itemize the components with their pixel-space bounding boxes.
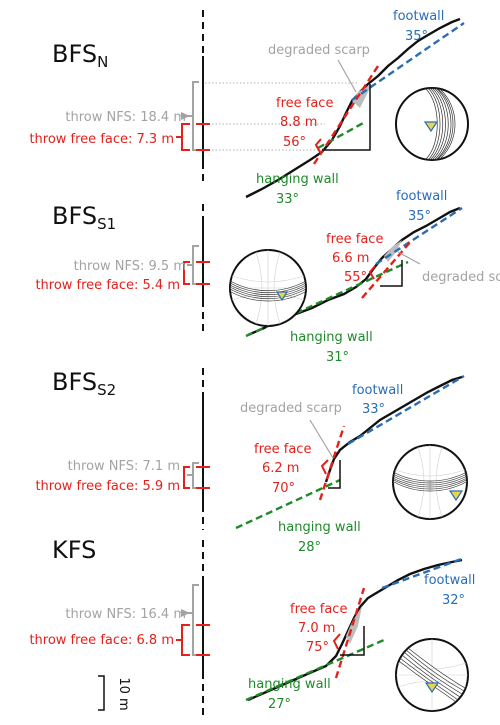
- degraded-scarp-label: degraded scarp: [240, 401, 342, 416]
- footwall-dip: 35°: [408, 209, 431, 224]
- throw-nfs-bracket: [187, 584, 199, 656]
- hanging-wall-label: hanging wall: [248, 677, 331, 692]
- throw-nfs-label: throw NFS: 7.1 m: [68, 459, 180, 474]
- free-face-line: [318, 425, 346, 501]
- throw-free-face-label: throw free face: 5.4 m: [35, 278, 180, 293]
- free-face-height-bracket: [332, 633, 341, 650]
- throw-box: [322, 84, 371, 151]
- footwall-line: [375, 206, 463, 266]
- stereonet-3: [392, 444, 468, 520]
- degraded-scarp-leader: [309, 419, 334, 459]
- throw-nfs-label: throw NFS: 9.5 m: [74, 259, 186, 274]
- panel-kfs: KFS throw NFS: 16.4 m throw free face: 6…: [29, 536, 475, 712]
- degraded-scarp-leader: [337, 59, 357, 93]
- throw-nfs-bracket: [187, 245, 199, 285]
- footwall-dip: 32°: [442, 593, 465, 608]
- free-face-line: [361, 239, 413, 299]
- throw-free-face-bracket: [183, 261, 190, 285]
- throw-nfs-arrow: [181, 112, 190, 120]
- free-face-height: 8.8 m: [280, 115, 317, 130]
- throw-nfs-label: throw NFS: 18.4 m: [65, 110, 186, 125]
- footwall-dip: 35°: [405, 29, 428, 44]
- degraded-scarp-label: degraded scarp: [422, 270, 500, 285]
- free-face-dip: 56°: [283, 135, 306, 150]
- scale-bar-label: 10 m: [116, 677, 131, 710]
- panel-title: KFS: [52, 536, 96, 564]
- throw-box: [340, 626, 365, 656]
- throw-box: [328, 460, 341, 489]
- throw-free-face-bracket: [176, 123, 190, 151]
- hanging-wall-line: [245, 638, 385, 702]
- hanging-wall-dip: 28°: [298, 540, 321, 555]
- degraded-scarp-fill: [384, 240, 402, 262]
- hanging-wall-label: hanging wall: [290, 330, 373, 345]
- hanging-wall-line: [245, 260, 409, 338]
- throw-free-face-bracket: [183, 466, 190, 489]
- panel-bfs-s2: BFSS2 throw NFS: 7.1 m throw free face: …: [35, 368, 468, 555]
- free-face-height: 6.6 m: [332, 251, 369, 266]
- hanging-wall-dip: 31°: [326, 350, 349, 365]
- hanging-wall-dip: 33°: [276, 192, 299, 207]
- throw-nfs-label: throw NFS: 16.4 m: [65, 607, 186, 622]
- throw-free-face-label: throw free face: 6.8 m: [29, 633, 174, 648]
- degraded-scarp-leader: [397, 251, 421, 265]
- footwall-line: [381, 556, 465, 590]
- throw-free-face-label: throw free face: 7.3 m: [29, 132, 174, 147]
- free-face-height: 6.2 m: [262, 461, 299, 476]
- degraded-scarp-fill: [346, 606, 362, 644]
- stereonet-4: [395, 638, 469, 712]
- degraded-scarp-label: degraded scarp: [268, 43, 370, 58]
- stereonet-1: [395, 87, 469, 161]
- panel-title: BFSS1: [52, 202, 116, 233]
- degraded-scarp-fill: [352, 84, 372, 108]
- free-face-label: free face: [276, 96, 333, 111]
- throw-box: [380, 260, 403, 287]
- footwall-dip: 33°: [362, 402, 385, 417]
- footwall-line: [347, 374, 465, 446]
- throw-free-face-label: throw free face: 5.9 m: [35, 479, 180, 494]
- free-face-line: [334, 587, 366, 679]
- hanging-wall-label: hanging wall: [278, 520, 361, 535]
- free-face-height-bracket: [320, 459, 329, 475]
- panel-title: BFSN: [52, 40, 108, 71]
- throw-guides: [205, 82, 358, 151]
- free-face-height: 7.0 m: [298, 621, 335, 636]
- free-face-label: free face: [326, 232, 383, 247]
- free-face-dip: 55°: [344, 270, 367, 285]
- hanging-wall-line: [235, 478, 341, 530]
- stereonet-2: [229, 249, 307, 327]
- free-face-height-bracket: [368, 265, 376, 280]
- free-face-height-bracket: [314, 138, 322, 153]
- hanging-wall-dip: 27°: [268, 697, 291, 712]
- footwall-label: footwall: [396, 189, 447, 204]
- panel-bfs-s1: BFSS1 throw NFS: 9.5 m throw free face: …: [35, 189, 500, 365]
- footwall-label: footwall: [352, 383, 403, 398]
- throw-free-face-bracket: [176, 624, 190, 656]
- panel-bfs-n: BFSN throw NFS: 18.4 m throw free face: …: [29, 9, 469, 207]
- hanging-wall-line: [317, 120, 366, 150]
- free-face-dip: 75°: [306, 640, 329, 655]
- hanging-wall-profile: [324, 375, 463, 483]
- free-face-dip: 70°: [272, 481, 295, 496]
- panel-title: BFSS2: [52, 368, 116, 399]
- footwall-label: footwall: [424, 573, 475, 588]
- free-face-label: free face: [254, 442, 311, 457]
- free-face-label: free face: [290, 602, 347, 617]
- scale-bar: 10 m: [98, 675, 131, 711]
- hanging-wall-label: hanging wall: [256, 172, 339, 187]
- throw-nfs-arrow: [181, 609, 190, 617]
- free-face-line: [312, 65, 380, 165]
- footwall-label: footwall: [393, 9, 444, 24]
